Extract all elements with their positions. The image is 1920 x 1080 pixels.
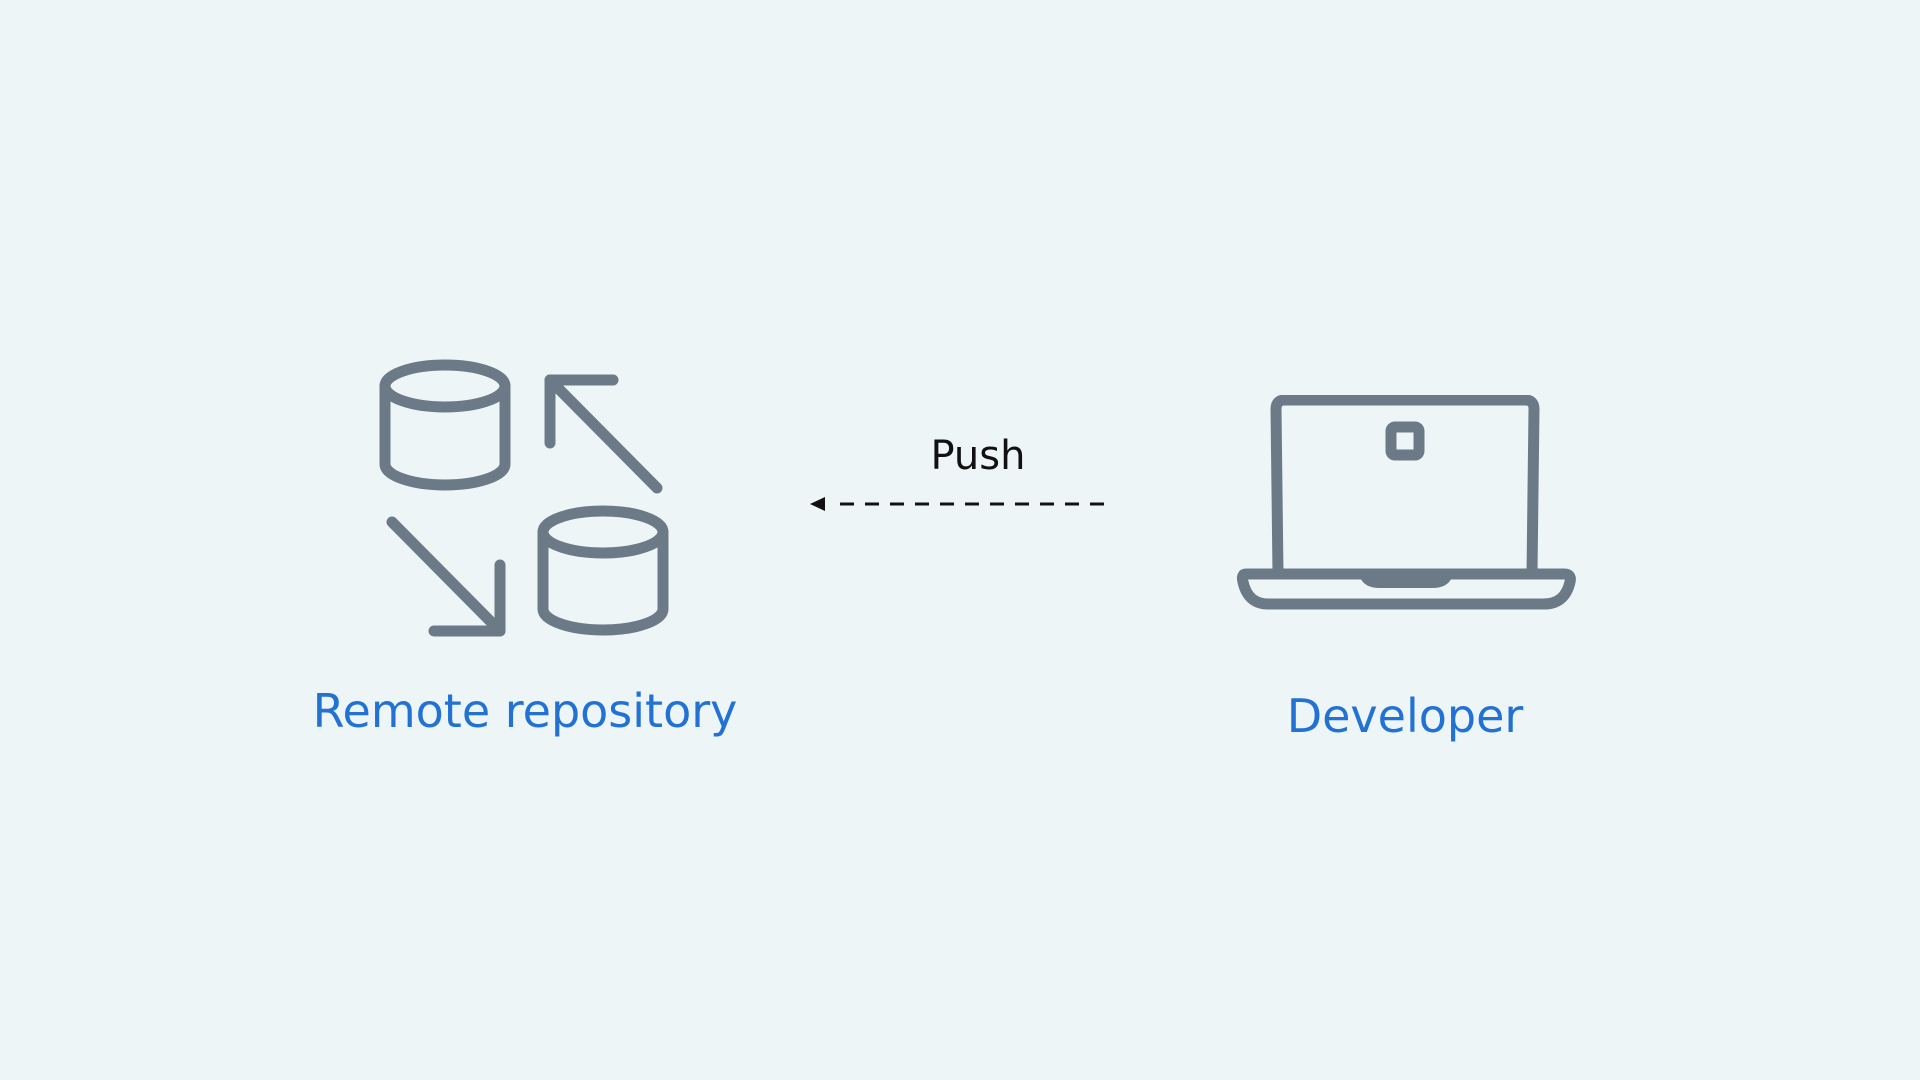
database-sync-icon xyxy=(370,355,680,655)
remote-repository-label: Remote repository xyxy=(312,684,738,738)
developer-label: Developer xyxy=(1286,689,1524,743)
laptop-icon xyxy=(1236,395,1576,615)
push-label: Push xyxy=(930,433,1026,479)
left-arrow-icon xyxy=(808,492,1118,516)
